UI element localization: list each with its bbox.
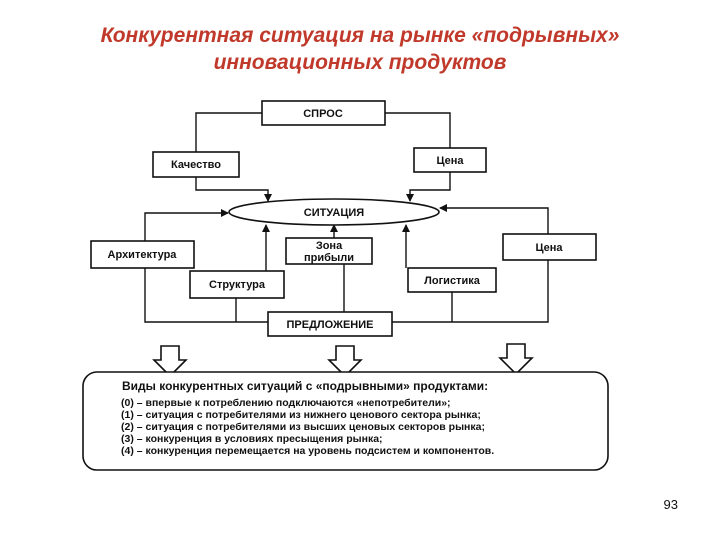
node-logistics: Логистика: [407, 267, 497, 293]
node-demand-label: СПРОС: [303, 108, 343, 120]
node-price-right-label: Цена: [535, 242, 563, 254]
legend-item: (3) – конкуренция в условиях пресыщения …: [121, 433, 383, 445]
node-situation: СИТУАЦИЯ: [228, 198, 440, 226]
title-line-2: инновационных продуктов: [213, 51, 507, 74]
node-price-top-label: Цена: [436, 155, 464, 167]
connectors: [144, 112, 549, 323]
node-demand: СПРОС: [261, 100, 386, 126]
legend-item: (1) – ситуация с потребителями из нижнег…: [121, 409, 481, 421]
node-price-right: Цена: [502, 233, 597, 261]
down-arrow-center-icon: [327, 345, 363, 378]
legend-item: (4) – конкуренция перемещается на уровен…: [121, 445, 494, 457]
connector-price-situation: [406, 172, 451, 202]
down-arrow-left-icon: [152, 345, 188, 378]
node-architecture: Архитектура: [90, 240, 195, 269]
node-quality: Качество: [152, 151, 240, 178]
down-arrow-right-icon: [498, 343, 534, 376]
connector-quality-situation: [195, 177, 272, 202]
slide-title: Конкурентная ситуация на рынке «подрывны…: [20, 22, 700, 76]
connector-price-right-situation: [439, 204, 549, 234]
legend-title: Виды конкурентных ситуаций с «подрывными…: [122, 379, 488, 393]
node-profit-zone-label-1: Зона: [316, 240, 343, 252]
legend-panel: Виды конкурентных ситуаций с «подрывными…: [82, 371, 609, 471]
connector-demand-price: [385, 112, 451, 148]
node-profit-zone: Зона прибыли: [285, 237, 373, 265]
connector-supply-right: [392, 260, 549, 323]
node-structure-label: Структура: [209, 279, 266, 291]
node-price-top: Цена: [413, 147, 487, 173]
connector-supply-left: [144, 268, 268, 323]
node-logistics-label: Логистика: [424, 275, 481, 287]
title-line-1: Конкурентная ситуация на рынке «подрывны…: [100, 24, 620, 47]
legend-item: (2) – ситуация с потребителями из высших…: [121, 421, 485, 433]
node-profit-zone-label-2: прибыли: [304, 252, 354, 264]
down-arrows: [152, 343, 534, 378]
node-supply: ПРЕДЛОЖЕНИЕ: [267, 311, 393, 337]
page-number: 93: [663, 497, 678, 512]
node-quality-label: Качество: [171, 159, 221, 171]
node-supply-label: ПРЕДЛОЖЕНИЕ: [286, 319, 373, 331]
connector-demand-quality: [195, 112, 262, 152]
node-architecture-label: Архитектура: [108, 249, 178, 261]
legend-item: (0) – впервые к потреблению подключаются…: [121, 397, 451, 409]
connector-architecture-situation: [144, 209, 229, 241]
node-situation-label: СИТУАЦИЯ: [304, 207, 364, 219]
node-structure: Структура: [189, 270, 285, 299]
